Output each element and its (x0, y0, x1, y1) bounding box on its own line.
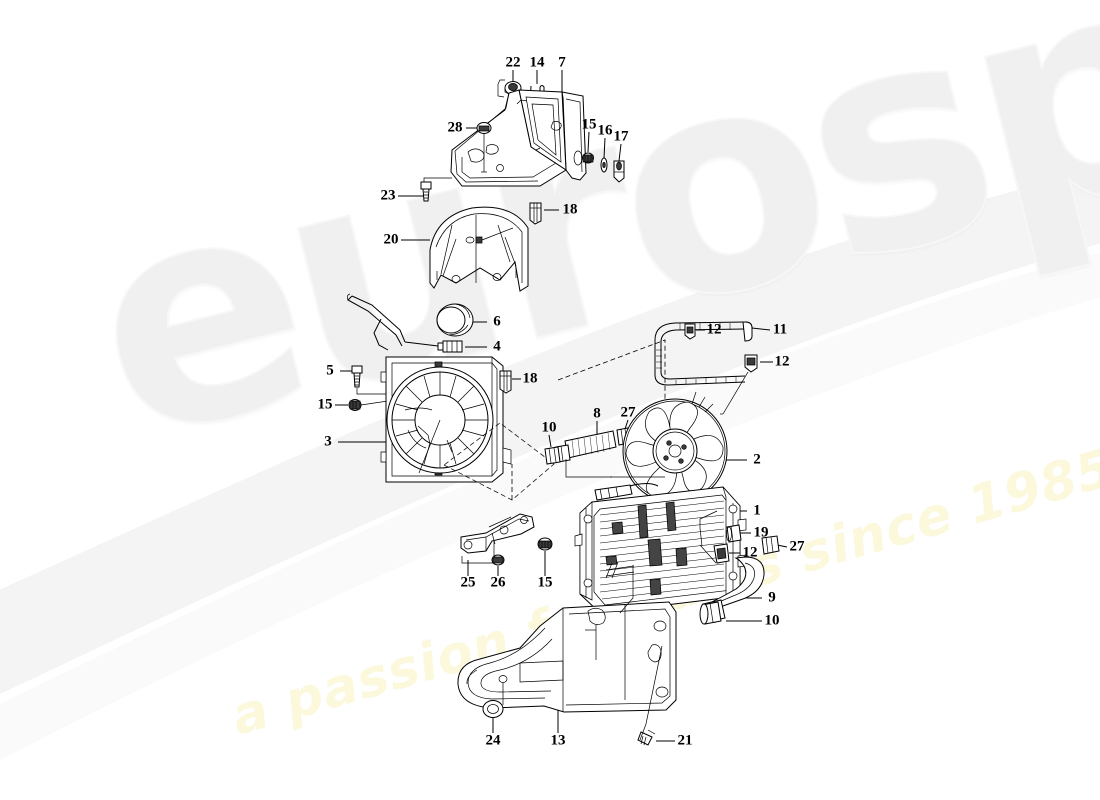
callout-11: 11 (772, 321, 788, 338)
callout-7: 7 (558, 54, 566, 71)
callout-13: 13 (550, 732, 566, 749)
callout-25: 25 (460, 574, 476, 591)
callout-20: 20 (383, 231, 399, 248)
part-15-nut-top (582, 131, 594, 164)
callout-12-c: 12 (742, 544, 758, 561)
callout-10-b: 10 (764, 612, 780, 629)
callout-2: 2 (753, 451, 761, 468)
callout-15-mid: 15 (317, 396, 333, 413)
callout-22: 22 (505, 54, 521, 71)
callout-18-top: 18 (562, 201, 578, 218)
callout-26: 26 (490, 574, 506, 591)
callout-4: 4 (493, 338, 501, 355)
callout-12-a: 12 (706, 321, 722, 338)
callout-9: 9 (768, 589, 776, 606)
callout-6: 6 (493, 313, 501, 330)
callout-28: 28 (447, 119, 463, 136)
callout-18-mid: 18 (522, 370, 538, 387)
callout-15-bot: 15 (537, 574, 553, 591)
callout-23: 23 (380, 187, 396, 204)
callout-15-top: 15 (581, 116, 597, 133)
callout-8: 8 (593, 405, 601, 422)
callout-5: 5 (326, 362, 334, 379)
callout-27-a: 27 (620, 404, 636, 421)
callout-3: 3 (324, 433, 332, 450)
callout-17: 17 (613, 128, 629, 145)
callout-14: 14 (529, 54, 545, 71)
callout-12-b: 12 (774, 353, 790, 370)
callout-1: 1 (753, 502, 761, 519)
callout-21: 21 (677, 732, 693, 749)
callout-27-b: 27 (789, 538, 805, 555)
part-7-support-bracket (450, 70, 587, 187)
callout-24: 24 (485, 732, 501, 749)
callout-10-a: 10 (541, 419, 557, 436)
callout-16: 16 (597, 122, 613, 139)
callout-19: 19 (753, 524, 769, 541)
